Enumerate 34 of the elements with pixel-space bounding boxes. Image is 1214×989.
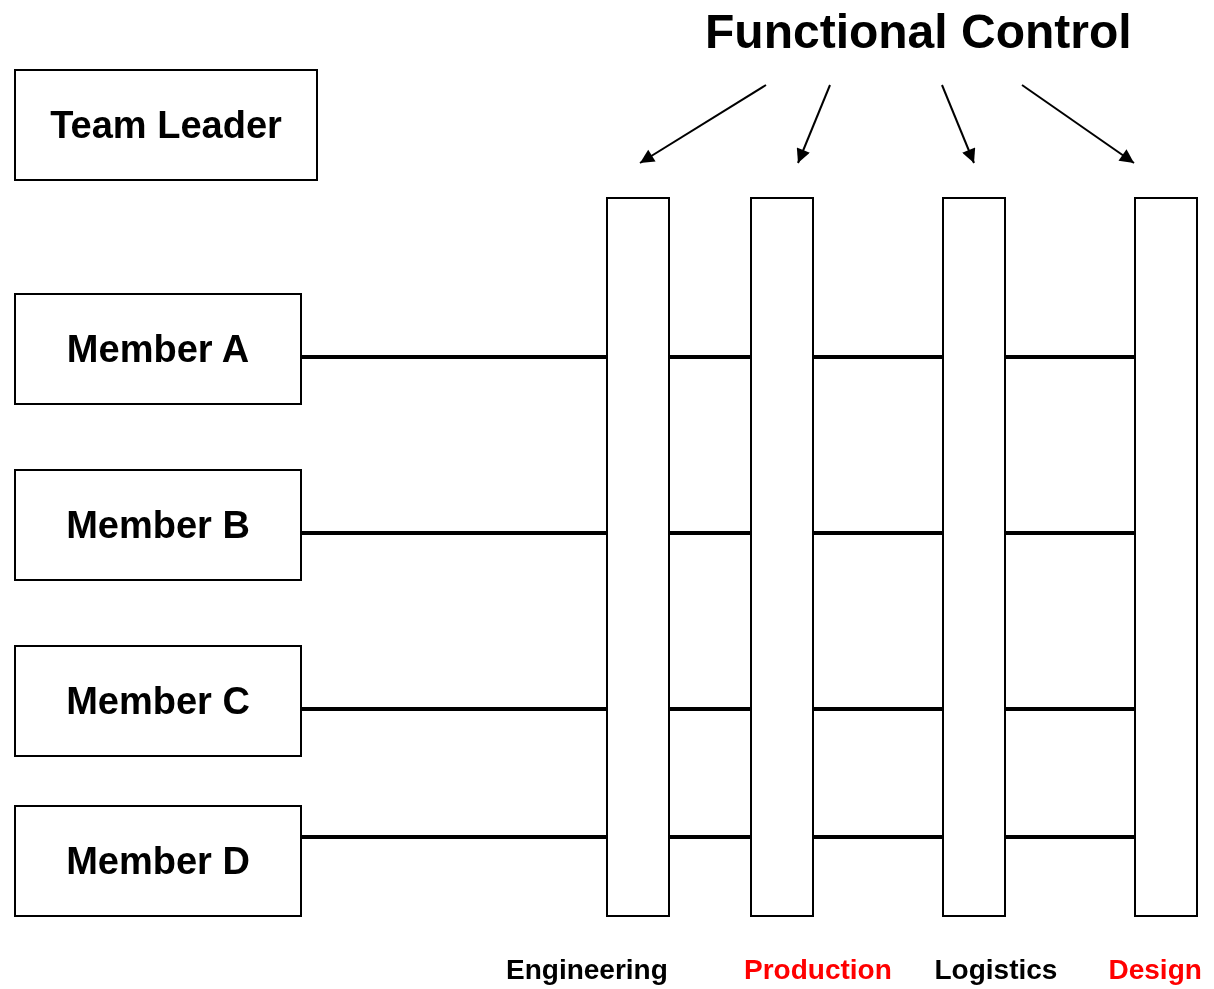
arrow (941, 84, 976, 164)
connector-line (814, 355, 942, 359)
member-box: Member B (14, 469, 302, 581)
connector-line (302, 531, 606, 535)
connector-line (1006, 531, 1134, 535)
column-label: Design (1108, 954, 1202, 986)
column-bar (750, 197, 814, 917)
member-box: Member C (14, 645, 302, 757)
arrow (1021, 84, 1135, 164)
connector-line (814, 707, 942, 711)
connector-line (670, 835, 750, 839)
arrow (796, 84, 831, 164)
heading-text: Functional Control (705, 4, 1132, 59)
member-box: Member D (14, 805, 302, 917)
member-box: Member A (14, 293, 302, 405)
connector-line (814, 835, 942, 839)
column-bar (606, 197, 670, 917)
connector-line (302, 355, 606, 359)
column-label: Logistics (934, 954, 1058, 986)
connector-line (1006, 707, 1134, 711)
connector-line (670, 355, 750, 359)
column-label: Production (744, 954, 892, 986)
connector-line (814, 531, 942, 535)
connector-line (302, 835, 606, 839)
arrow (639, 84, 767, 164)
connector-line (302, 707, 606, 711)
column-label: Engineering (506, 954, 668, 986)
role-box: Team Leader (14, 69, 318, 181)
connector-line (670, 531, 750, 535)
connector-line (1006, 835, 1134, 839)
column-bar (1134, 197, 1198, 917)
connector-line (670, 707, 750, 711)
connector-line (1006, 355, 1134, 359)
column-bar (942, 197, 1006, 917)
